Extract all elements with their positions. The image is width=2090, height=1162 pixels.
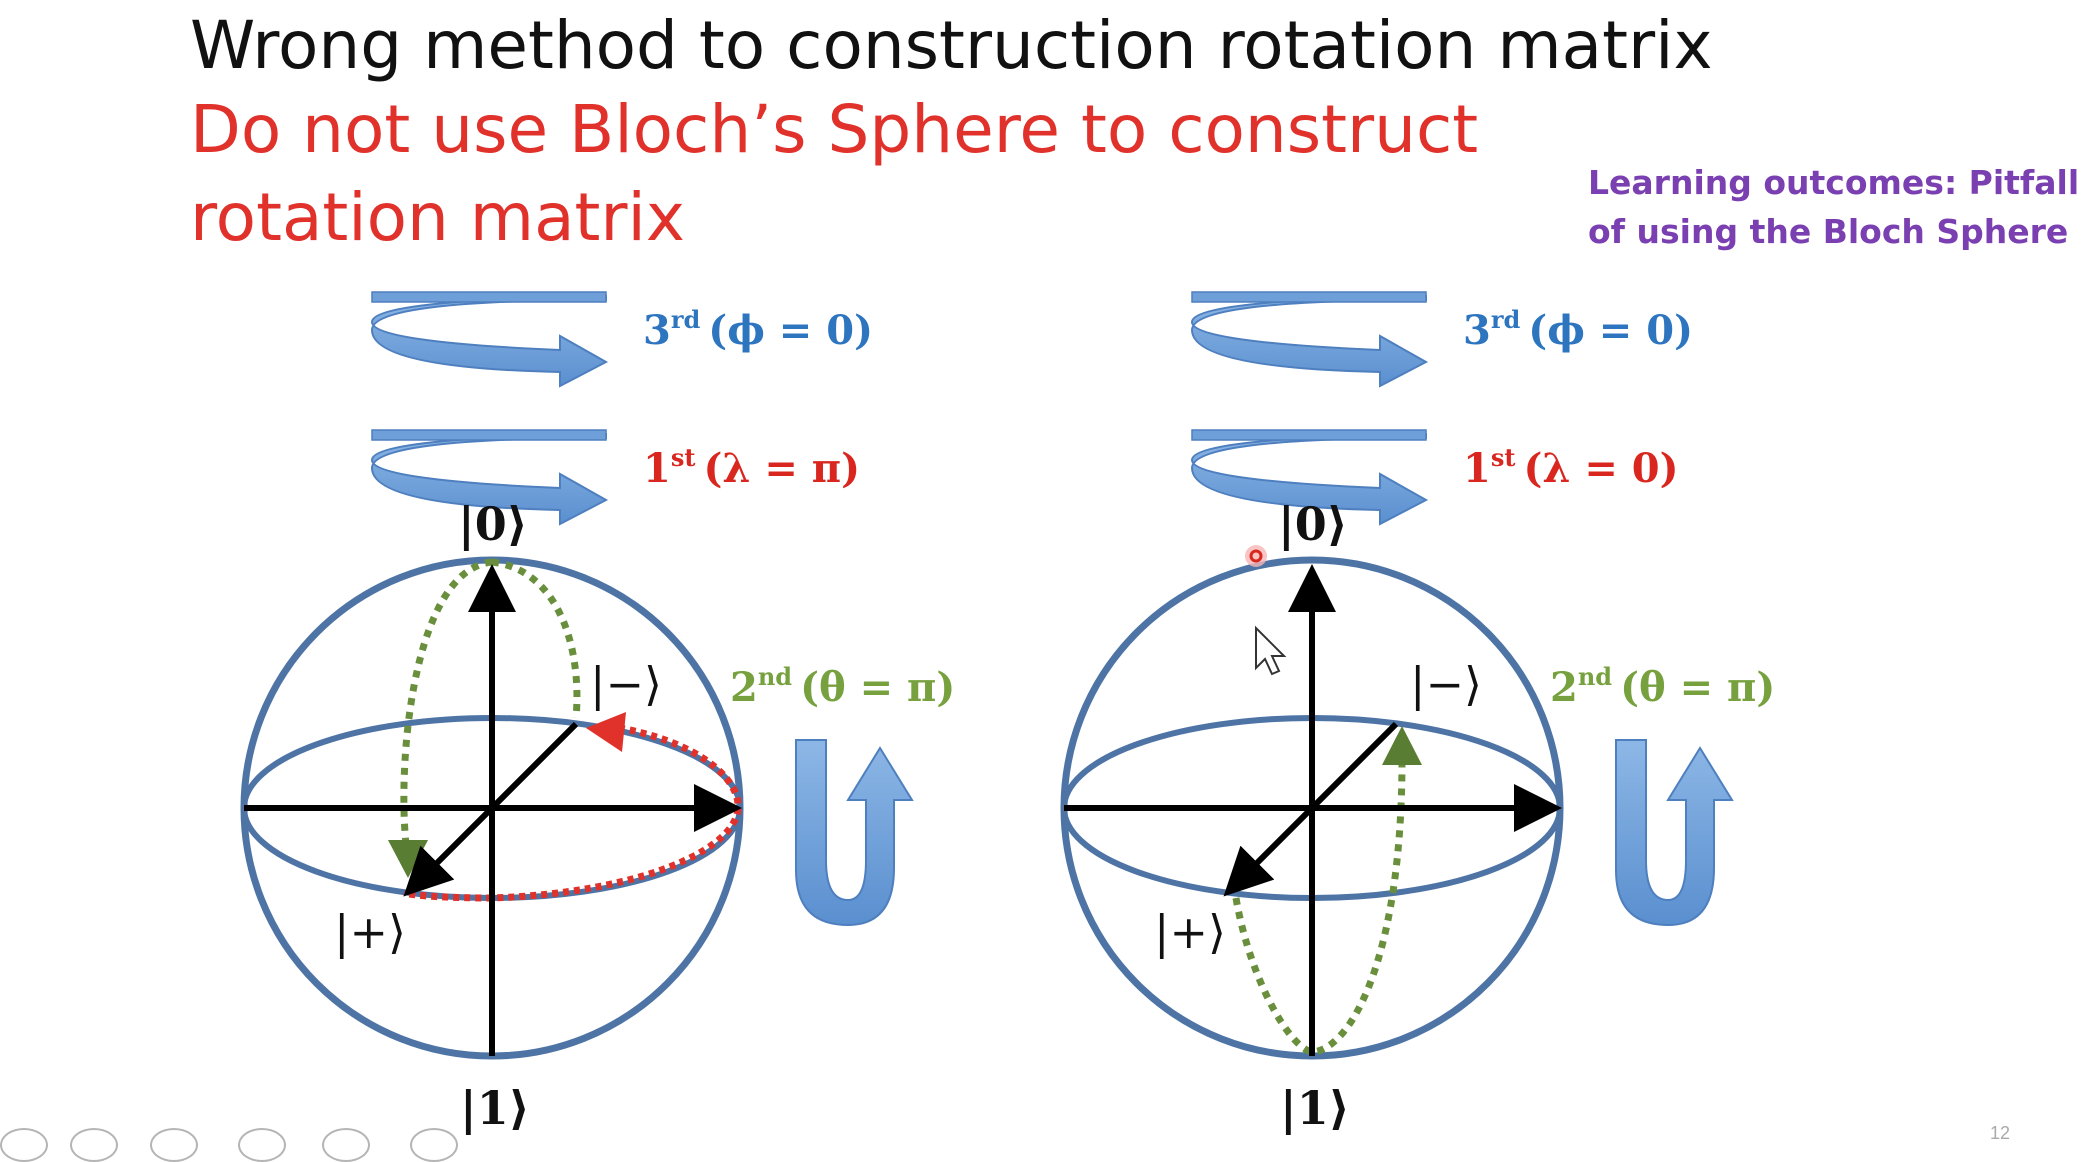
right-rotation-arrow-third xyxy=(1190,291,1429,388)
right-green-arrowhead xyxy=(1382,726,1422,765)
right-ket-minus: |−⟩ xyxy=(1410,657,1482,711)
right-ket-one: |1⟩ xyxy=(1280,1081,1350,1135)
right-rotation-arrow-second xyxy=(1615,739,1734,927)
left-green-rotation-path-back xyxy=(491,558,581,719)
right-ket-zero: |0⟩ xyxy=(1278,497,1348,551)
nav-next-control[interactable] xyxy=(70,1128,118,1162)
laser-pointer-dot-icon xyxy=(1245,545,1267,567)
left-third-rotation-label: 3rd(ϕ = 0) xyxy=(643,305,873,354)
nav-zoom-control[interactable] xyxy=(322,1128,370,1162)
right-green-rotation-path xyxy=(1232,759,1406,1056)
learning-outcomes: Learning outcomes: Pitfall of using the … xyxy=(1588,163,2080,251)
left-red-arrowhead xyxy=(586,712,626,752)
nav-prev-control[interactable] xyxy=(0,1128,48,1162)
right-ket-plus: |+⟩ xyxy=(1154,905,1226,959)
right-minus-axis xyxy=(1309,721,1399,811)
left-ket-one: |1⟩ xyxy=(460,1081,530,1135)
right-plus-axis xyxy=(1223,805,1315,897)
slide-subtitle: Do not use Bloch’s Sphere to construct r… xyxy=(190,91,1479,256)
nav-more-control[interactable] xyxy=(410,1128,458,1162)
nav-grid-control[interactable] xyxy=(238,1128,286,1162)
right-first-rotation-label: 1st(λ = 0) xyxy=(1463,443,1679,492)
rotation-arrow-first xyxy=(370,429,609,526)
left-ket-plus: |+⟩ xyxy=(334,905,406,959)
left-second-rotation-label: 2nd(θ = π) xyxy=(730,662,955,711)
left-minus-axis xyxy=(489,721,579,811)
rotation-arrow-second xyxy=(795,739,914,927)
left-plus-axis xyxy=(403,805,495,897)
left-ket-zero: |0⟩ xyxy=(458,497,528,551)
nav-pen-control[interactable] xyxy=(150,1128,198,1162)
right-bloch-diagram: 3rd(ϕ = 0) 1st(λ = 0) 2nd(θ = π) |0⟩ |1⟩ xyxy=(1060,291,1775,1135)
left-first-rotation-label: 1st(λ = π) xyxy=(643,443,860,492)
slide-title: Wrong method to construction rotation ma… xyxy=(190,7,1713,84)
right-rotation-arrow-first xyxy=(1190,429,1429,526)
right-third-rotation-label: 3rd(ϕ = 0) xyxy=(1463,305,1693,354)
right-second-rotation-label: 2nd(θ = π) xyxy=(1550,662,1775,711)
mouse-pointer-icon xyxy=(1255,625,1287,676)
left-green-rotation-path xyxy=(400,558,493,861)
rotation-arrow-third xyxy=(370,291,609,388)
left-green-arrowhead xyxy=(388,840,428,878)
left-ket-minus: |−⟩ xyxy=(590,657,662,711)
page-number: 12 xyxy=(1989,1123,2010,1143)
left-bloch-diagram: 3rd(ϕ = 0) 1st(λ = π) 2nd(θ = π) xyxy=(240,291,955,1135)
